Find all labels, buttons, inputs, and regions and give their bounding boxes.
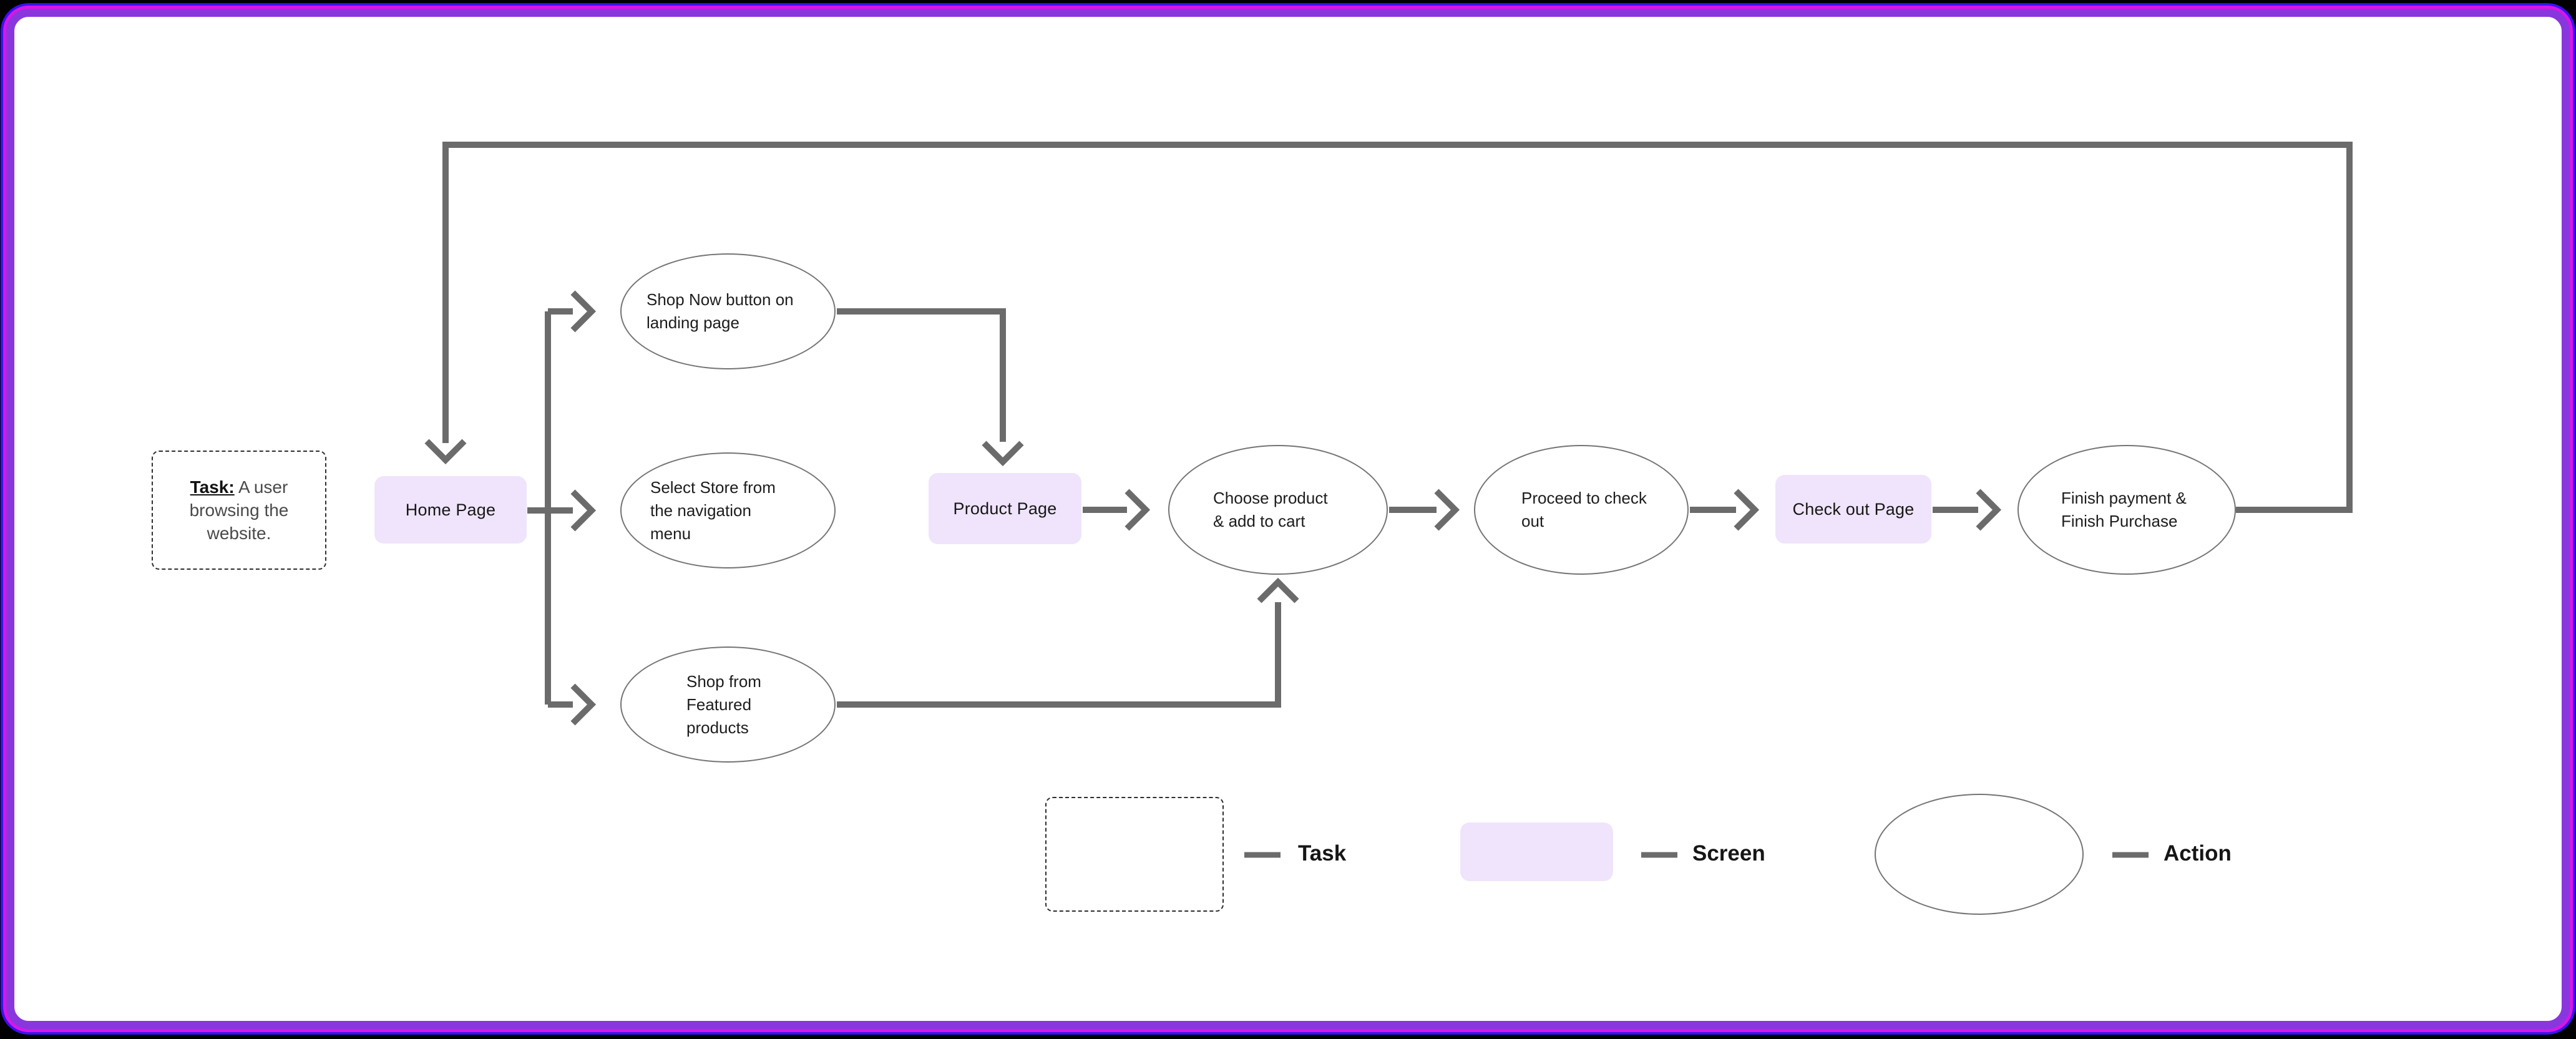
task-note[interactable]: Task: A user browsing the website.	[152, 451, 326, 570]
legend-action-label: Action	[2164, 841, 2232, 866]
node-finish-purchase-action[interactable]: Finish payment & Finish Purchase	[2017, 445, 2236, 575]
node-checkout-page-screen[interactable]: Check out Page	[1775, 475, 1931, 544]
connector-choose-to-proceed	[1389, 489, 1460, 531]
node-home-page-screen[interactable]: Home Page	[374, 476, 527, 544]
legend-screen-label: Screen	[1692, 841, 1765, 866]
connector-home-to-branches	[527, 290, 597, 726]
connector-shopnow-to-product	[837, 308, 1024, 467]
node-product-page-label: Product Page	[953, 499, 1057, 518]
task-note-line2: browsing the	[189, 500, 289, 520]
node-shop-now-action[interactable]: Shop Now button on landing page	[620, 253, 836, 369]
connector-product-to-choose	[1083, 489, 1151, 531]
node-choose-product-action[interactable]: Choose product & add to cart	[1168, 445, 1388, 575]
node-product-page-screen[interactable]: Product Page	[929, 473, 1081, 544]
legend-task-label: Task	[1298, 841, 1347, 866]
task-note-line1: Task: A user	[190, 477, 288, 497]
task-note-title: Task:	[190, 477, 235, 497]
node-shop-featured-action[interactable]: Shop from Featured products	[620, 646, 836, 763]
node-proceed-checkout-action[interactable]: Proceed to check out	[1474, 445, 1689, 575]
node-select-store-action[interactable]: Select Store from the navigation menu	[620, 452, 836, 568]
connector-proceed-to-checkoutpage	[1690, 489, 1760, 531]
legend-task-shape	[1045, 797, 1224, 912]
task-note-line3: website.	[207, 524, 271, 543]
connector-checkoutpage-to-finish	[1933, 489, 2002, 531]
connector-featured-to-choose	[837, 577, 1299, 708]
node-home-page-label: Home Page	[405, 500, 496, 519]
node-checkout-page-label: Check out Page	[1792, 499, 1915, 519]
legend-screen-shape	[1460, 822, 1613, 881]
connector-finish-loop-to-home	[424, 142, 2353, 513]
legend-action-shape	[1875, 794, 2084, 915]
